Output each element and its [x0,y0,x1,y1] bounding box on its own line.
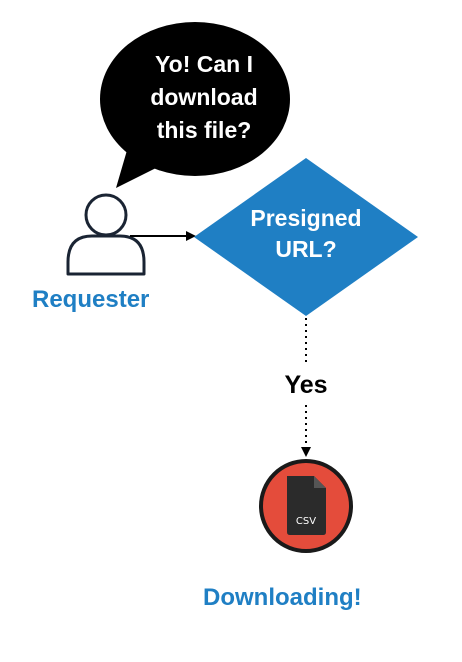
result-label: Downloading! [203,584,362,611]
yes-label: Yes [284,371,327,399]
person-icon [66,193,146,276]
decision-line-2: URL? [275,236,336,262]
speech-bubble: Yo! Can I download this file? [100,22,290,188]
decision-diamond: Presigned URL? [194,158,418,316]
decision-line-1: Presigned [250,205,361,231]
decision-diamond-shape [194,158,418,316]
csv-file-icon: CSV [259,459,353,553]
requester-label: Requester [32,286,149,313]
speech-bubble-line-3: this file? [157,117,252,143]
speech-bubble-tail [116,140,172,188]
csv-file-label: CSV [296,516,316,527]
speech-bubble-line-1: Yo! Can I [155,51,253,77]
speech-bubble-line-2: download [150,84,257,110]
speech-bubble-body [100,22,290,176]
